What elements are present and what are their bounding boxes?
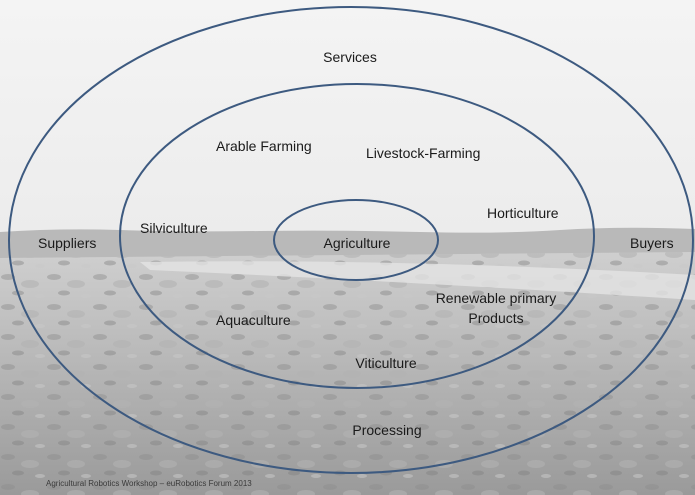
label-renewable-primary: Renewable primary xyxy=(435,290,557,306)
label-aquaculture: Aquaculture xyxy=(216,312,291,328)
label-suppliers: Suppliers xyxy=(38,235,97,251)
label-products: Products xyxy=(468,310,524,326)
label-livestock-farming: Livestock-Farming xyxy=(366,145,481,161)
label-viticulture: Viticulture xyxy=(355,355,417,371)
treeline xyxy=(0,227,695,262)
label-silviculture: Silviculture xyxy=(140,220,208,236)
label-agriculture: Agriculture xyxy=(323,235,391,251)
field-clods xyxy=(0,252,695,495)
label-arable-farming: Arable Farming xyxy=(216,138,312,154)
footer-caption: Agricultural Robotics Workshop – euRobot… xyxy=(46,479,252,488)
outer-ellipse xyxy=(8,6,694,474)
label-services: Services xyxy=(323,49,377,65)
core-ellipse xyxy=(273,199,439,281)
label-horticulture: Horticulture xyxy=(487,205,559,221)
label-processing: Processing xyxy=(352,422,422,438)
field-light-strip xyxy=(140,261,695,300)
label-buyers: Buyers xyxy=(630,235,674,251)
middle-ellipse xyxy=(119,83,595,389)
